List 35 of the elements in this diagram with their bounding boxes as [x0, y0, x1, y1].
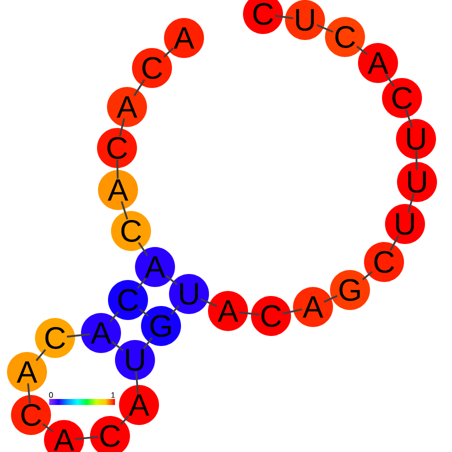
backbone-line [120, 201, 128, 220]
backbone-line [407, 193, 415, 213]
backbone-line [139, 308, 149, 317]
backbone-line [134, 79, 146, 96]
backbone-line [110, 311, 120, 322]
backbone-line [163, 48, 174, 58]
backbone-line [66, 333, 90, 338]
backbone-line [405, 109, 413, 128]
backbone-line [415, 150, 418, 170]
backbone-line [385, 74, 395, 87]
scale-label: 0 [49, 392, 53, 398]
backbone-line [74, 436, 98, 440]
backbone-line [111, 341, 124, 352]
scale-label: 1 [111, 392, 115, 398]
backbone-line [282, 308, 302, 314]
backbone-line [356, 46, 368, 55]
backbone-line [274, 14, 294, 20]
backbone-line [170, 304, 180, 315]
backbone-line [27, 383, 31, 404]
backbone-line [238, 311, 260, 316]
backbone-line [118, 118, 126, 137]
backbone-line [316, 24, 334, 33]
backbone-line [165, 275, 178, 286]
backbone-line [136, 278, 146, 289]
backbone-line [138, 242, 148, 256]
backbone-line [324, 295, 338, 303]
backbone-line [143, 337, 153, 350]
backbone-line [120, 416, 130, 425]
backbone-line [36, 349, 46, 362]
backbone-line [200, 298, 218, 308]
backbone-line [390, 235, 400, 251]
backbone-line [116, 160, 119, 179]
backbone-line [135, 371, 139, 394]
backbone-line [362, 271, 373, 280]
backbone-line [42, 423, 54, 432]
